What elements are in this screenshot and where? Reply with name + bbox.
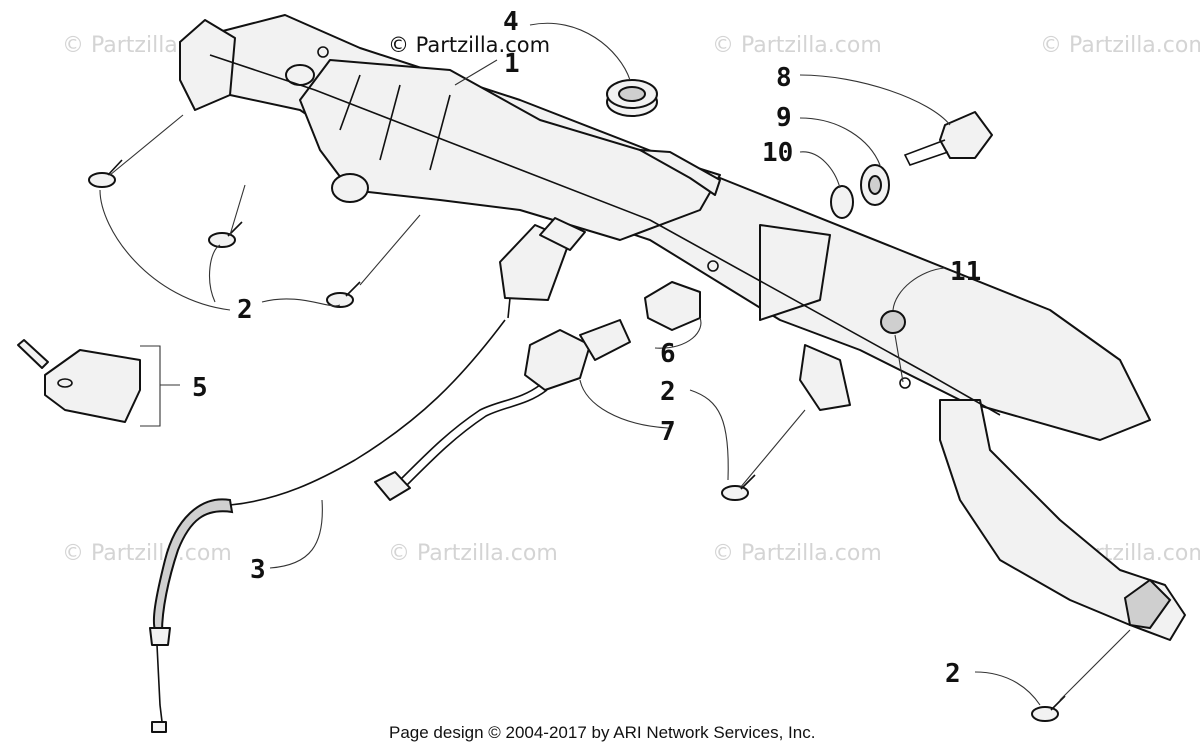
switch-part — [499, 217, 586, 319]
watermark: © Partzilla.com — [1040, 33, 1200, 58]
leader-lines — [99, 22, 1131, 706]
callout-5: 5 — [192, 373, 208, 403]
harness-switch — [374, 319, 631, 501]
callout-4: 4 — [503, 7, 519, 37]
callout-1: 1 — [504, 49, 520, 79]
watermark: © Partzilla.com — [712, 33, 882, 58]
footer-credit: Page design © 2004-2017 by ARI Network S… — [389, 723, 815, 742]
screw — [326, 281, 361, 308]
watermark: © Partzilla.com — [388, 541, 558, 566]
dash-panel — [179, 14, 1186, 641]
bracket-part — [17, 339, 141, 423]
callout-2: 2 — [237, 295, 253, 325]
ring-part — [606, 79, 658, 117]
callout-3: 3 — [250, 555, 266, 585]
screw — [208, 221, 243, 248]
callout-2: 2 — [660, 377, 676, 407]
callout-labels: 1 2 2 2 3 4 5 6 7 8 9 10 11 — [192, 7, 981, 689]
watermark-layer: © Partzilla.com © Partzilla.com © Partzi… — [62, 33, 1200, 566]
callout-11: 11 — [950, 257, 981, 287]
connector-part — [644, 281, 701, 331]
watermark: © Partzilla.com — [712, 541, 882, 566]
screw — [1031, 695, 1066, 722]
screw — [88, 159, 123, 188]
screw — [721, 474, 756, 501]
callout-7: 7 — [660, 417, 676, 447]
watermark: © Partzilla.com — [62, 541, 232, 566]
callout-2: 2 — [945, 659, 961, 689]
key-assembly — [830, 111, 993, 219]
header-watermark: © Partzilla.com — [388, 33, 550, 57]
cable-part — [149, 319, 506, 733]
plug-part — [880, 310, 906, 334]
callout-10: 10 — [762, 138, 793, 168]
callout-8: 8 — [776, 63, 792, 93]
callout-9: 9 — [776, 103, 792, 133]
callout-6: 6 — [660, 339, 676, 369]
screw-set — [88, 159, 1066, 722]
